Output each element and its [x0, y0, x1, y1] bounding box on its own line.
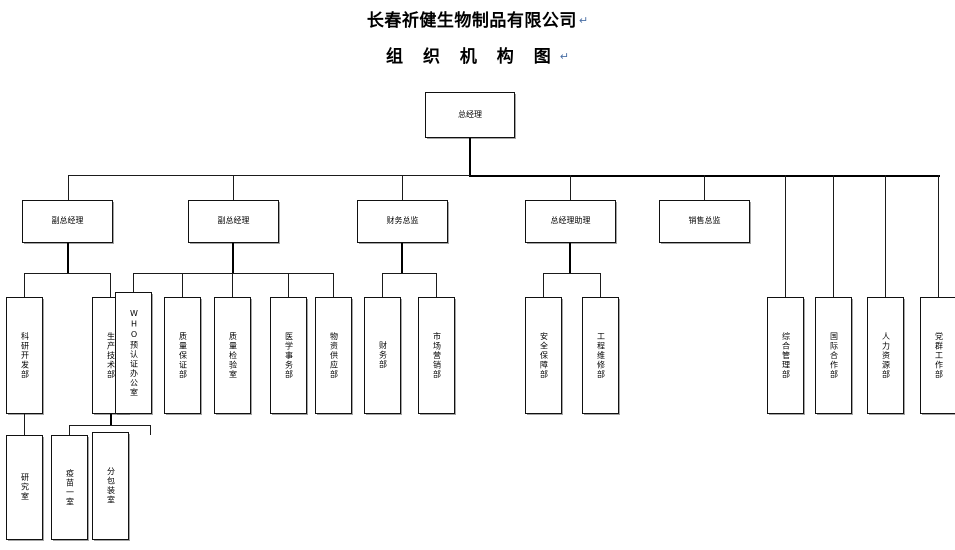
- node-label: 科研开发部: [20, 331, 30, 380]
- connector-drop-d12: [785, 175, 786, 297]
- node-dept-engineering-maintenance[interactable]: 工程维修部: [582, 297, 619, 414]
- node-label: 疫苗一室: [65, 468, 75, 507]
- connector-drop-gma: [570, 175, 571, 200]
- connector-d02-trunk: [110, 414, 112, 426]
- node-dept-who-prequalification-office[interactable]: WHO预认证办公室: [115, 292, 152, 414]
- connector-vp1-to-d02: [110, 273, 111, 297]
- connector-gma-trunk: [569, 243, 571, 273]
- connector-d02-to-r03: [150, 425, 151, 435]
- page-title-text: 长春祈健生物制品有限公司: [366, 11, 577, 31]
- node-label: 工程维修部: [596, 331, 606, 380]
- node-dept-safety[interactable]: 安全保障部: [525, 297, 562, 414]
- node-label: 国际合作部: [829, 331, 839, 380]
- connector-drop-sd: [704, 175, 705, 200]
- node-label: 综合管理部: [781, 331, 791, 380]
- connector-vp2-to-d06: [288, 273, 289, 297]
- node-label: 总经理: [458, 109, 482, 119]
- connector-drop-d13: [833, 175, 834, 297]
- node-financial-director[interactable]: 财务总监: [357, 200, 448, 243]
- connector-cfo-to-d08: [382, 273, 383, 297]
- connector-gma-to-d11: [600, 273, 601, 297]
- paragraph-mark-icon: ↵: [578, 14, 589, 27]
- node-label: 市场营销部: [432, 331, 442, 380]
- node-dept-international-cooperation[interactable]: 国际合作部: [815, 297, 852, 414]
- node-label: 总经理助理: [550, 216, 591, 226]
- connector-vp1-to-d01: [24, 273, 25, 297]
- paragraph-mark-icon-2: ↵: [559, 50, 569, 63]
- node-room-vaccine-1[interactable]: 疫苗一室: [51, 435, 88, 540]
- node-label: 质量保证部: [178, 331, 188, 380]
- node-dept-finance[interactable]: 财务部: [364, 297, 401, 414]
- node-label: 财务总监: [386, 216, 419, 226]
- connector-d01-to-r01: [24, 414, 25, 435]
- node-deputy-general-manager-1[interactable]: 副总经理: [22, 200, 113, 243]
- node-sales-director[interactable]: 销售总监: [659, 200, 750, 243]
- node-dept-quality-assurance[interactable]: 质量保证部: [164, 297, 201, 414]
- node-gm-assistant[interactable]: 总经理助理: [525, 200, 616, 243]
- connector-vp2-to-d03: [133, 273, 134, 297]
- connector-vp2-to-d05: [232, 273, 233, 297]
- node-dept-marketing[interactable]: 市场营销部: [418, 297, 455, 414]
- connector-drop-vp1: [68, 175, 69, 200]
- connector-vp1-bus: [24, 273, 111, 274]
- node-dept-human-resources[interactable]: 人力资源部: [867, 297, 904, 414]
- connector-cfo-trunk: [401, 243, 403, 273]
- node-label: 研究室: [20, 473, 30, 502]
- node-label: 党群工作部: [934, 331, 944, 380]
- node-room-packaging[interactable]: 分包装室: [92, 432, 129, 540]
- node-dept-general-administration[interactable]: 综合管理部: [767, 297, 804, 414]
- connector-gma-to-d10: [543, 273, 544, 297]
- connector-drop-cfo: [402, 175, 403, 200]
- node-dept-medical-affairs[interactable]: 医学事务部: [270, 297, 307, 414]
- page-title: 长春祈健生物制品有限公司↵: [0, 6, 955, 31]
- connector-d02-to-r02: [69, 425, 70, 435]
- connector-cfo-to-d09: [436, 273, 437, 297]
- node-label: 生产技术部: [106, 331, 116, 380]
- page-subtitle: 组 织 机 构 图↵: [0, 42, 955, 67]
- node-room-research[interactable]: 研究室: [6, 435, 43, 540]
- node-dept-material-supply[interactable]: 物资供应部: [315, 297, 352, 414]
- node-general-manager[interactable]: 总经理: [425, 92, 515, 138]
- connector-cfo-bus: [382, 273, 437, 274]
- node-dept-quality-inspection[interactable]: 质量检验室: [214, 297, 251, 414]
- node-label: 人力资源部: [881, 331, 891, 380]
- node-label: 质量检验室: [228, 331, 238, 380]
- node-deputy-general-manager-2[interactable]: 副总经理: [188, 200, 279, 243]
- connector-drop-d15: [938, 175, 939, 297]
- node-label: WHO预认证办公室: [129, 308, 139, 398]
- connector-vp2-to-d04: [182, 273, 183, 297]
- node-dept-rd[interactable]: 科研开发部: [6, 297, 43, 414]
- node-label: 医学事务部: [284, 331, 294, 380]
- connector-vp2-to-d07: [333, 273, 334, 297]
- connector-root-trunk: [469, 138, 471, 176]
- connector-d02-bus: [69, 425, 151, 426]
- page-subtitle-text: 组 织 机 构 图: [386, 47, 558, 67]
- node-label: 安全保障部: [539, 331, 549, 380]
- connector-vp2-bus: [133, 273, 333, 274]
- node-label: 财务部: [378, 341, 388, 370]
- node-label: 分包装室: [106, 467, 116, 505]
- node-label: 销售总监: [688, 216, 721, 226]
- node-label: 副总经理: [51, 216, 84, 226]
- connector-vp1-trunk: [67, 243, 69, 273]
- node-dept-party-affairs[interactable]: 党群工作部: [920, 297, 955, 414]
- connector-gma-bus: [543, 273, 601, 274]
- node-label: 物资供应部: [329, 331, 339, 380]
- node-label: 副总经理: [217, 216, 250, 226]
- connector-vp2-trunk: [232, 243, 234, 273]
- connector-drop-d14: [885, 175, 886, 297]
- connector-drop-vp2: [233, 175, 234, 200]
- connector-main-bus-left: [68, 175, 470, 176]
